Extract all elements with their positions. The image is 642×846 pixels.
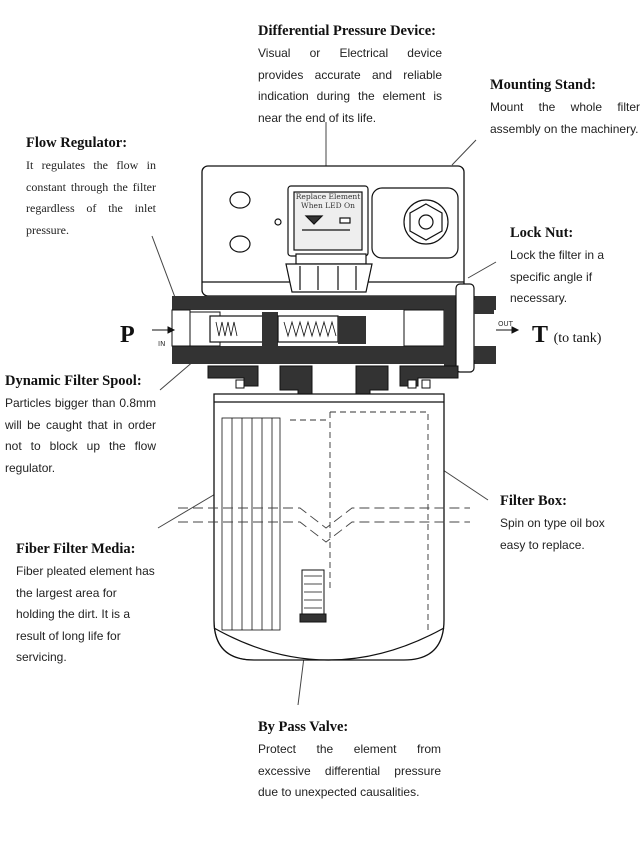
indicator-line1: Replace Element [296,192,361,201]
leader-mount [451,139,477,166]
port-in-label: IN [158,340,165,348]
mount-text: Mount the whole filter assembly on the m… [490,100,640,136]
label-mounting-stand: Mounting Stand: Mount the whole filter a… [490,76,640,140]
lock-text: Lock the filter in a specific angle if n… [510,248,605,305]
fiber-title: Fiber Filter Media: [16,541,136,557]
port-t: T (to tank) [532,322,602,348]
leader-box [439,467,489,501]
label-fiber-filter-media: Fiber Filter Media: Fiber pleated elemen… [16,540,156,669]
port-p: P [120,322,135,348]
box-title: Filter Box: [500,493,567,509]
spool-text: Particles bigger than 0.8mm will be caug… [5,396,156,475]
dpd-title: Differential Pressure Device: [258,23,436,39]
bypass-title: By Pass Valve: [258,719,349,735]
label-dynamic-filter-spool: Dynamic Filter Spool: Particles bigger t… [5,372,156,479]
box-text: Spin on type oil box easy to replace. [500,516,605,552]
port-arrows [152,326,520,334]
port-out-label: OUT [498,320,514,328]
flow-title: Flow Regulator: [26,135,128,151]
mount-title: Mounting Stand: [490,77,596,93]
spool-title: Dynamic Filter Spool: [5,373,142,389]
label-flow-regulator: Flow Regulator: It regulates the flow in… [26,134,156,241]
dpd-text: Visual or Electrical device provides acc… [258,46,442,125]
fiber-text: Fiber pleated element has the largest ar… [16,564,155,664]
center-tube [290,411,429,634]
port-t-note: (to tank) [553,331,602,346]
flow-spring [215,320,337,338]
label-filter-box: Filter Box: Spin on type oil box easy to… [500,492,630,556]
break-lines [178,507,470,543]
bypass-valve [299,569,327,623]
flow-text: It regulates the flow in constant throug… [26,158,156,237]
label-lock-nut: Lock Nut: Lock the filter in a specific … [510,224,642,310]
leader-lock [467,261,497,279]
pressure-indicator [274,185,373,293]
label-by-pass-valve: By Pass Valve: Protect the element from … [258,718,441,804]
fiber-media [221,417,281,631]
leader-fiber [157,489,223,529]
indicator-line2: When LED On [301,201,355,210]
stand-nut [371,187,459,259]
head-block [171,283,496,373]
lock-title: Lock Nut: [510,225,574,241]
label-differential-pressure-device: Differential Pressure Device: Visual or … [258,22,442,129]
bypass-text: Protect the element from excessive diffe… [258,742,441,799]
